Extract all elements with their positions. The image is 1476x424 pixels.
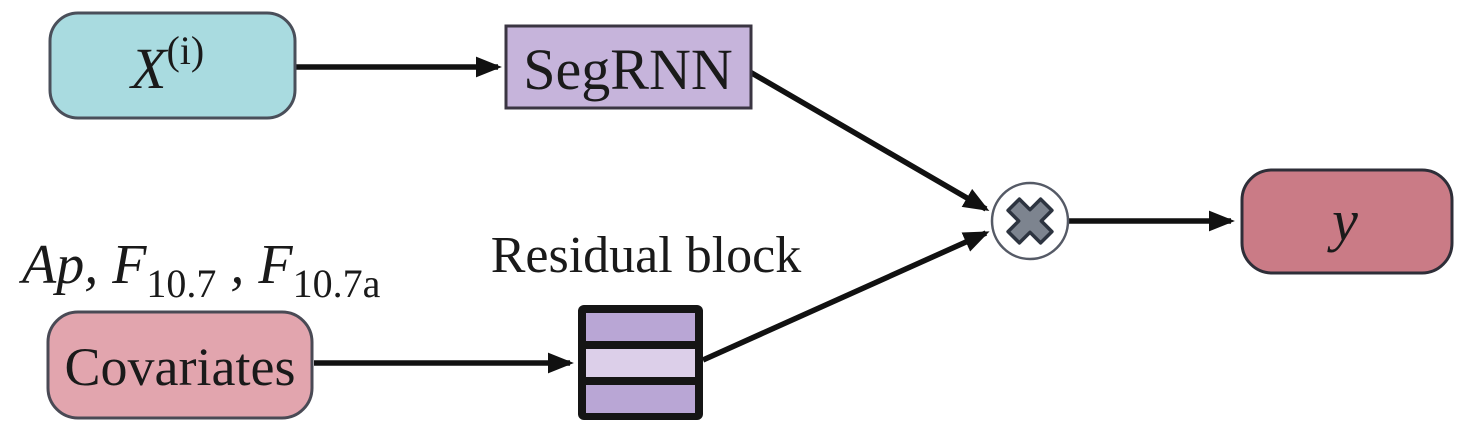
- output-node: y: [1240, 168, 1454, 275]
- multiply-node: [990, 181, 1070, 261]
- residual-layer-top: [586, 313, 695, 341]
- input-node-label: X(i): [129, 28, 204, 101]
- residual-block-label: Residual block: [491, 227, 802, 284]
- covariates-node: Covariates: [46, 310, 314, 420]
- residual-layer-middle: [586, 349, 695, 377]
- input-node-box: [48, 11, 297, 120]
- segrnn-node-label: SegRNN: [523, 37, 732, 102]
- output-node-box: [1240, 168, 1454, 275]
- multiplication-cross-icon: [1006, 197, 1054, 245]
- output-node-label: y: [1327, 188, 1358, 253]
- residual-layer-bottom: [586, 385, 695, 413]
- arrow-residual-to-multiply: [701, 230, 990, 363]
- segrnn-node: SegRNN: [504, 24, 753, 110]
- covariates-node-label: Covariates: [65, 337, 296, 397]
- segrnn-node-box: [504, 24, 753, 110]
- residual-block-node: [578, 305, 703, 420]
- input-node: X(i): [48, 11, 297, 120]
- arrow-segrnn-to-multiply: [748, 69, 990, 212]
- covariates-expression: Ap, F10.7 , F10.7a: [18, 234, 381, 306]
- covariates-node-box: [46, 310, 314, 420]
